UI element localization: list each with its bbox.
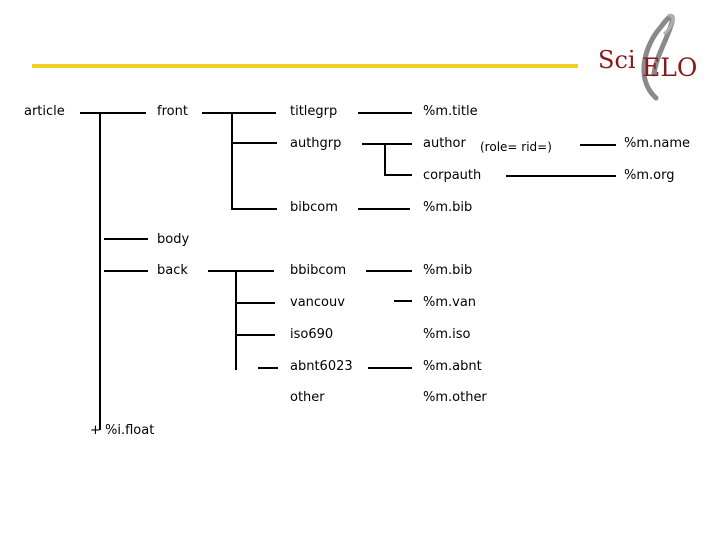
node-body: body [157,232,190,247]
node-article: article [24,104,65,119]
svg-text:ELO: ELO [642,53,697,82]
node-bbibcom: bbibcom [290,263,347,278]
node-authgrp: authgrp [290,136,342,151]
node-m-bib-back: %m.bib [423,263,473,278]
node-iso690: iso690 [290,327,334,342]
node-vancouv: vancouv [290,295,345,310]
node-float: + %i.float [90,423,155,438]
node-m-other: %m.other [423,390,487,405]
node-m-iso: %m.iso [423,327,471,342]
node-other: other [290,390,325,405]
node-back: back [157,263,188,278]
node-author-attrs: (role= rid=) [480,140,552,154]
node-corpauth: corpauth [423,168,482,183]
node-m-title: %m.title [423,104,478,119]
node-m-name: %m.name [624,136,691,151]
node-titlegrp: titlegrp [290,104,338,119]
node-author: author [423,136,466,151]
node-bibcom: bibcom [290,200,338,215]
header-accent-bar [32,64,578,68]
node-m-bib-front: %m.bib [423,200,473,215]
node-m-org: %m.org [624,168,675,183]
node-m-abnt: %m.abnt [423,359,482,374]
scielo-logo: Sci ELO [598,13,697,101]
node-m-van: %m.van [423,295,477,310]
svg-text:Sci: Sci [598,46,636,74]
node-abnt6023: abnt6023 [290,359,353,374]
node-front: front [157,104,188,119]
